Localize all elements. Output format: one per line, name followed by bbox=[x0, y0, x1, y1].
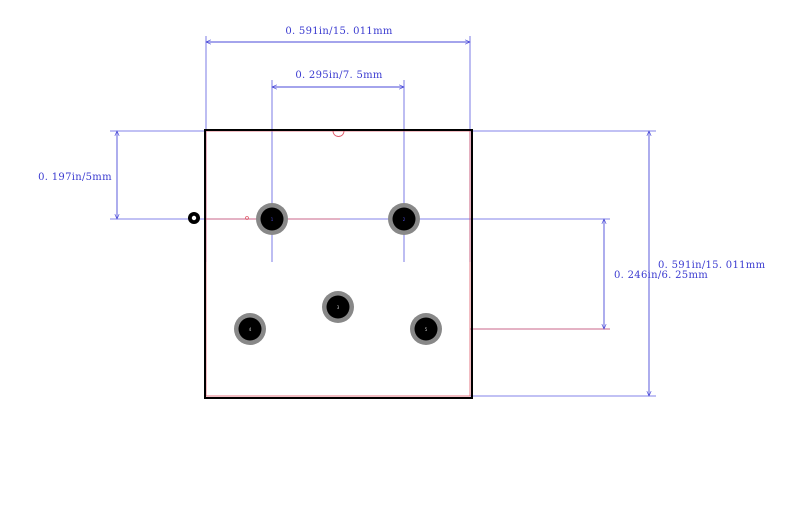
dim-label-overall-width: 0. 591in/15. 011mm bbox=[285, 26, 393, 37]
component-body-outline bbox=[204, 129, 473, 399]
pad-5[interactable]: 5 bbox=[410, 313, 442, 345]
pad-2[interactable]: 2 bbox=[388, 203, 420, 235]
pad-3[interactable]: 3 bbox=[322, 291, 354, 323]
dim-label-pin-pitch: 0. 295in/7. 5mm bbox=[295, 70, 383, 81]
dim-label-overall-height: 0. 591in/15. 011mm bbox=[658, 260, 766, 271]
pad-3-label: 3 bbox=[337, 305, 340, 310]
pin1-marker bbox=[188, 212, 200, 224]
pad-1-label: 1 bbox=[271, 217, 274, 222]
pad-2-label: 2 bbox=[403, 217, 406, 222]
pad-1[interactable]: 1 bbox=[256, 203, 288, 235]
pad-4[interactable]: 4 bbox=[234, 313, 266, 345]
pad-5-label: 5 bbox=[425, 327, 428, 332]
pin1-notch-arc bbox=[332, 130, 345, 137]
dim-label-top-to-pin-row: 0. 197in/5mm bbox=[38, 172, 112, 183]
pad-4-label: 4 bbox=[249, 327, 252, 332]
dimension-lines bbox=[117, 42, 649, 396]
dim-label-pin-row-spacing: 0. 246in/6. 25mm bbox=[614, 270, 708, 281]
silkscreen-outline bbox=[205, 130, 610, 397]
